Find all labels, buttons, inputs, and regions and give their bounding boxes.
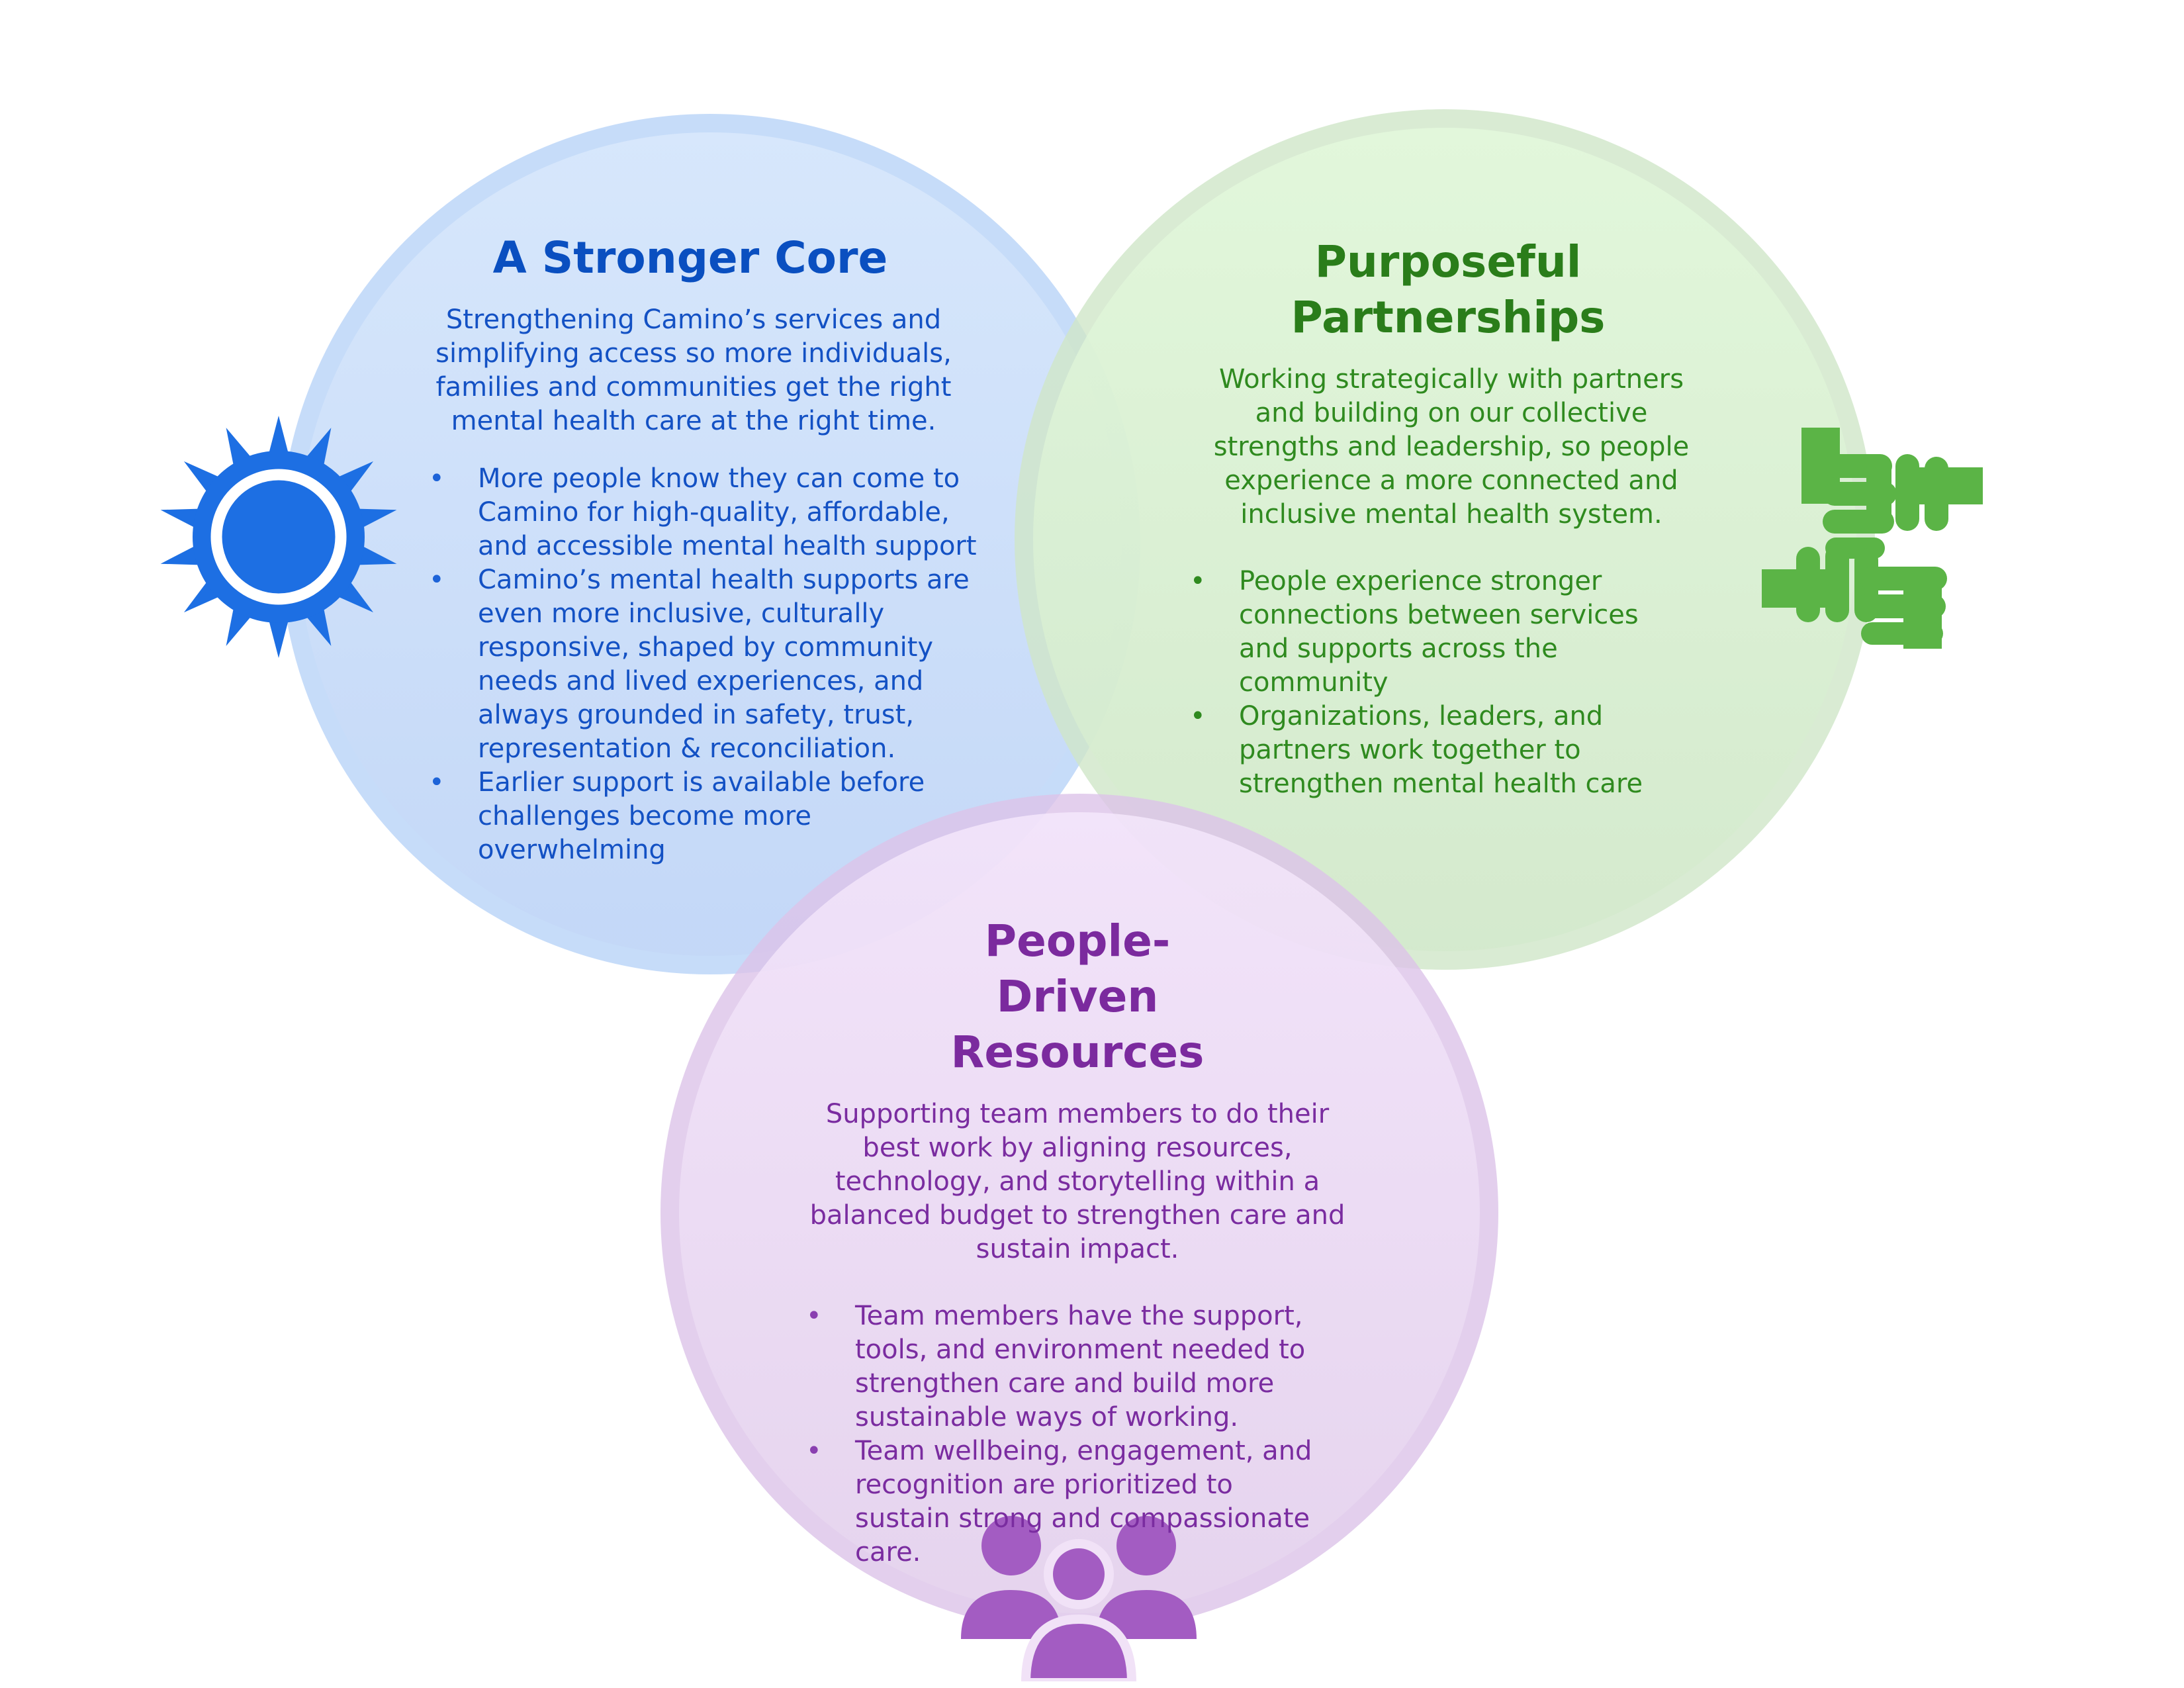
- section-description: Working strategically with partners and …: [1213, 364, 1690, 530]
- section-people-driven-resources: People-Driven Resources Supporting team …: [806, 914, 1349, 1570]
- outcome-item: Team wellbeing, engagement, and recognit…: [806, 1434, 1336, 1570]
- section-stronger-core: A Stronger Core Strengthening Camino’s s…: [402, 230, 978, 867]
- outcome-item: Team members have the support, tools, an…: [806, 1299, 1336, 1434]
- joined-hands-icon: [1762, 428, 1983, 649]
- sun-icon: [160, 416, 397, 658]
- section-title: A Stronger Core: [492, 232, 888, 283]
- section-description: Supporting team members to do their best…: [809, 1099, 1345, 1264]
- outcome-item: Earlier support is available before chal…: [429, 766, 978, 867]
- outcome-list: People experience stronger connections b…: [1190, 565, 1666, 801]
- outcome-list: Team members have the support, tools, an…: [806, 1299, 1336, 1570]
- outcome-list: More people know they can come to Camino…: [402, 462, 978, 867]
- outcome-item: Organizations, leaders, and partners wor…: [1190, 700, 1666, 801]
- outcome-item: More people know they can come to Camino…: [429, 462, 978, 563]
- outcome-item: Camino’s mental health supports are even…: [429, 563, 978, 766]
- section-description: Strengthening Camino’s services and simp…: [435, 305, 952, 436]
- outcome-item: People experience stronger connections b…: [1190, 565, 1666, 700]
- section-title: Purposeful Partnerships: [1291, 236, 1606, 343]
- section-purposeful-partnerships: Purposeful Partnerships Working strategi…: [1190, 234, 1713, 801]
- section-title: People-Driven Resources: [950, 915, 1205, 1078]
